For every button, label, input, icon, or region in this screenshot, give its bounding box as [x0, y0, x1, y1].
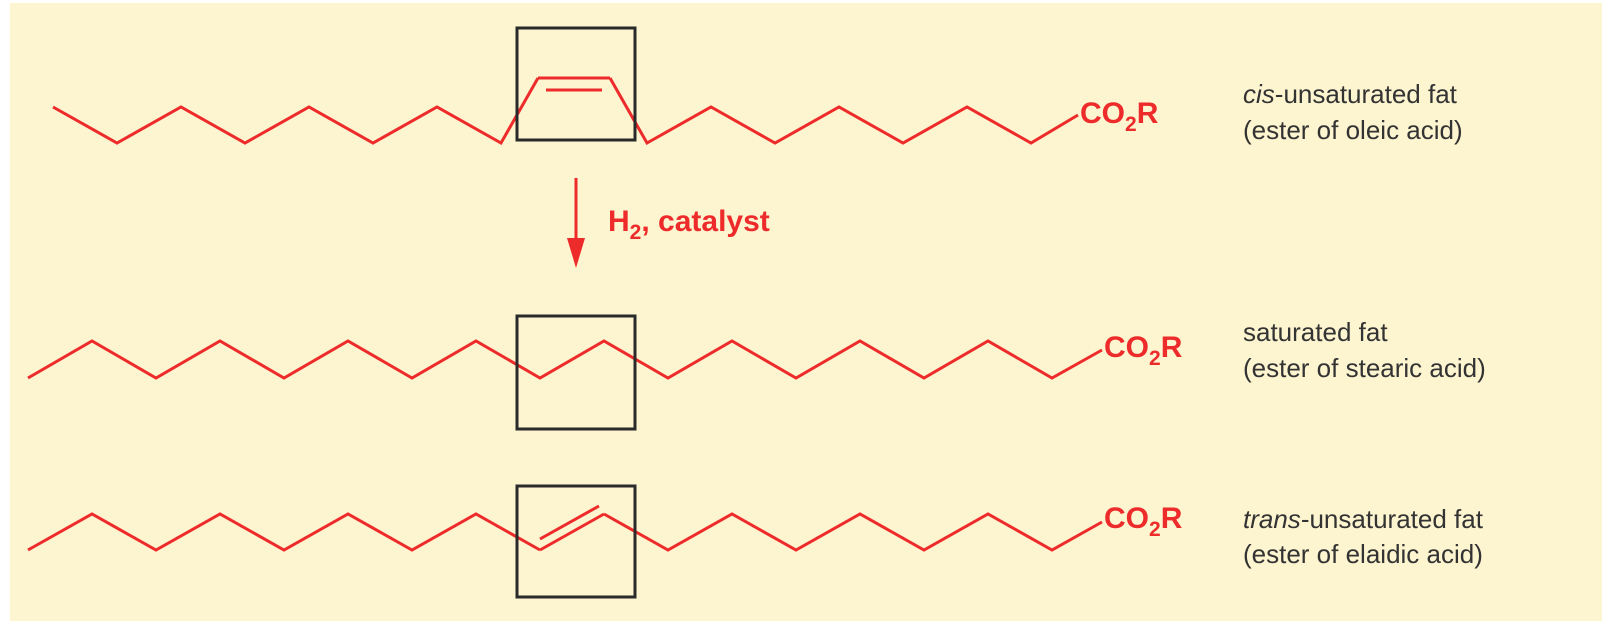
group-sub: 2 — [1149, 518, 1161, 541]
group-end: R — [1161, 331, 1183, 364]
chain-left — [52, 77, 540, 146]
group-sub: 2 — [1125, 113, 1137, 136]
group-end: R — [1137, 97, 1159, 130]
description-line-2: (ester of elaidic acid) — [1243, 539, 1483, 569]
group-main: CO — [1104, 331, 1149, 364]
chain-right — [603, 512, 1103, 552]
description-line-2: (ester of stearic acid) — [1243, 353, 1486, 383]
double-bond-line — [539, 512, 605, 552]
molecule-saturated-stearic — [27, 339, 1103, 380]
chain-left — [27, 512, 541, 552]
description-rest: -unsaturated fat — [1301, 504, 1484, 534]
chain-right — [608, 77, 1079, 146]
reagent-label: H2, catalyst — [608, 205, 770, 244]
description-line-1: trans-unsaturated fat — [1243, 504, 1484, 534]
reagent-main: H — [608, 205, 630, 238]
description-line-2: (ester of oleic acid) — [1243, 115, 1463, 145]
molecule-trans-elaidic — [27, 504, 1103, 552]
description-italic-prefix: cis — [1243, 79, 1275, 109]
description-line-1: cis-unsaturated fat — [1243, 79, 1458, 109]
reaction-arrow — [567, 178, 585, 268]
reagent-rest: , catalyst — [641, 205, 769, 238]
description-italic-prefix: trans — [1243, 504, 1301, 534]
molecule-cis-oleic — [52, 76, 1079, 146]
highlight-box-cis — [515, 26, 637, 142]
panel-background — [10, 3, 1602, 621]
group-main: CO — [1080, 97, 1125, 130]
ester-group-label: CO2R — [1104, 331, 1183, 370]
double-bond-line-inner — [539, 504, 600, 541]
ester-group-label: CO2R — [1104, 502, 1183, 541]
group-end: R — [1161, 502, 1183, 535]
highlight-box-saturated — [515, 314, 637, 431]
arrow-head — [567, 238, 585, 268]
description-rest: -unsaturated fat — [1275, 79, 1458, 109]
reagent-sub: 2 — [630, 221, 642, 244]
ester-group-label: CO2R — [1080, 97, 1159, 136]
group-main: CO — [1104, 502, 1149, 535]
group-sub: 2 — [1149, 347, 1161, 370]
description-rest: saturated fat — [1243, 317, 1388, 347]
chain — [27, 339, 1103, 380]
highlight-box-trans — [515, 484, 637, 599]
description-line-1: saturated fat — [1243, 317, 1388, 347]
